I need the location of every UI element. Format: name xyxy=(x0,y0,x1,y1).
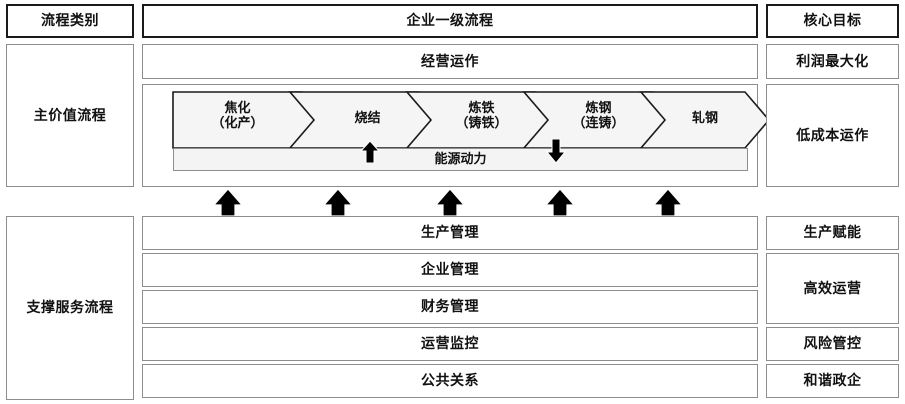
section-label-main-value: 主价值流程 xyxy=(6,44,134,187)
header-goal-label: 核心目标 xyxy=(803,12,862,29)
process-row-production-mgmt-label: 生产管理 xyxy=(421,224,479,241)
goal-cell-harmonious-gov: 和谐政企 xyxy=(766,364,899,398)
energy-power-bar[interactable]: 能源动力 xyxy=(173,148,748,171)
process-row-finance-mgmt: 财务管理 xyxy=(142,290,758,324)
process-row-enterprise-mgmt: 企业管理 xyxy=(142,253,758,287)
goal-cell-low-cost-label: 低成本运作 xyxy=(796,126,869,143)
goal-cell-risk-control-label: 风险管控 xyxy=(803,335,862,352)
goal-cell-production-empower: 生产赋能 xyxy=(766,216,899,250)
energy-power-label: 能源动力 xyxy=(434,151,487,167)
support-arrow-3 xyxy=(434,188,466,217)
goal-cell-efficient-ops: 高效运营 xyxy=(766,253,899,324)
process-row-public-relations: 公共关系 xyxy=(142,364,758,398)
process-row-finance-mgmt-label: 财务管理 xyxy=(421,298,479,315)
section-label-support-service: 支撑服务流程 xyxy=(6,216,134,400)
section-label-support-service-text: 支撑服务流程 xyxy=(26,299,114,316)
process-row-enterprise-mgmt-label: 企业管理 xyxy=(421,261,479,278)
energy-arrow-up xyxy=(360,141,380,163)
goal-cell-profit-max: 利润最大化 xyxy=(766,44,899,79)
support-arrow-2 xyxy=(322,188,354,217)
process-row-operations: 经营运作 xyxy=(142,44,758,79)
goal-cell-low-cost: 低成本运作 xyxy=(766,84,899,187)
support-arrow-1 xyxy=(212,188,244,217)
header-cell-goal: 核心目标 xyxy=(766,4,899,38)
header-process-label: 企业一级流程 xyxy=(406,12,494,29)
goal-cell-harmonious-gov-label: 和谐政企 xyxy=(803,372,862,389)
goal-cell-efficient-ops-label: 高效运营 xyxy=(803,279,862,296)
header-cell-process: 企业一级流程 xyxy=(142,4,758,38)
process-row-operations-label: 经营运作 xyxy=(421,52,479,69)
section-label-main-value-text: 主价值流程 xyxy=(33,106,107,123)
support-arrow-5 xyxy=(652,188,684,217)
process-row-ops-monitoring: 运营监控 xyxy=(142,327,758,361)
process-row-production-mgmt: 生产管理 xyxy=(142,216,758,250)
header-category-label: 流程类别 xyxy=(41,12,99,29)
energy-arrow-down xyxy=(546,139,566,163)
header-cell-category: 流程类别 xyxy=(6,4,134,38)
support-arrow-4 xyxy=(544,188,576,217)
goal-cell-production-empower-label: 生产赋能 xyxy=(803,224,862,241)
process-row-ops-monitoring-label: 运营监控 xyxy=(421,335,479,352)
goal-cell-risk-control: 风险管控 xyxy=(766,327,899,361)
goal-cell-profit-max-label: 利润最大化 xyxy=(796,52,869,69)
process-row-public-relations-label: 公共关系 xyxy=(421,372,479,389)
